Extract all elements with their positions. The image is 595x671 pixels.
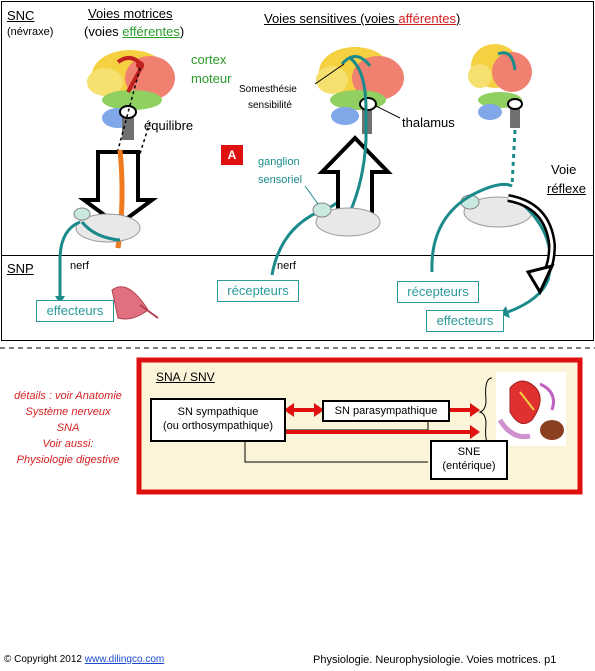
sna-title: SNA / SNV [156,370,215,384]
thalamus-label: thalamus [402,115,455,130]
side-note: détails : voir Anatomie Système nerveux … [14,390,122,466]
parasympathique-box: SN parasympathique [322,400,450,422]
footer-right: Physiologie. Neurophysiologie. Voies mot… [313,654,557,666]
organs-image [496,372,566,446]
badge-a: A [221,145,243,165]
efferentes-word: efférentes [122,24,180,39]
sympathique-box: SN sympathique (ou orthosympathique) [150,398,286,442]
sensory-recepteurs-box: récepteurs [217,280,299,302]
afferentes-word: afférentes [398,11,456,26]
brain-sensory [316,47,404,134]
cortex-label: cortex [191,52,227,67]
sensory-title: Voies sensitives (voies afférentes) [264,11,461,26]
sne-box: SNE (entérique) [430,440,508,480]
sensibilite-label: sensibilité [248,100,292,111]
ganglion-label: ganglion [258,156,300,168]
footer-copyright: © Copyright 2012 www.dilingco.com [4,654,165,665]
spinal-section-1 [73,207,141,243]
spinal-section-2 [312,202,381,237]
motor-effecteurs-box: effecteurs [36,300,114,322]
sensory-nerf-label: nerf [277,260,296,272]
reflex-recepteurs-box: récepteurs [397,281,479,303]
brain-reflex [468,44,532,128]
motor-title: Voies motrices [88,6,173,21]
footer-link[interactable]: www.dilingco.com [84,654,165,665]
muscle-image [111,286,159,320]
motor-subtitle: (voies efférentes) [84,24,185,39]
snc-label: SNC [7,8,35,23]
voie-label: Voie [551,162,577,177]
sensoriel-label: sensoriel [258,174,303,186]
somesthesie-label: Somesthésie [239,84,297,95]
snc-sublabel: (névraxe) [7,26,54,38]
motor-nerf-label: nerf [70,260,89,272]
reflex-effecteurs-box: effecteurs [426,310,504,332]
equilibre-label: équilibre [144,118,194,133]
snp-label: SNP [7,261,34,276]
moteur-label: moteur [191,71,232,86]
reflexe-label: réflexe [547,181,587,196]
